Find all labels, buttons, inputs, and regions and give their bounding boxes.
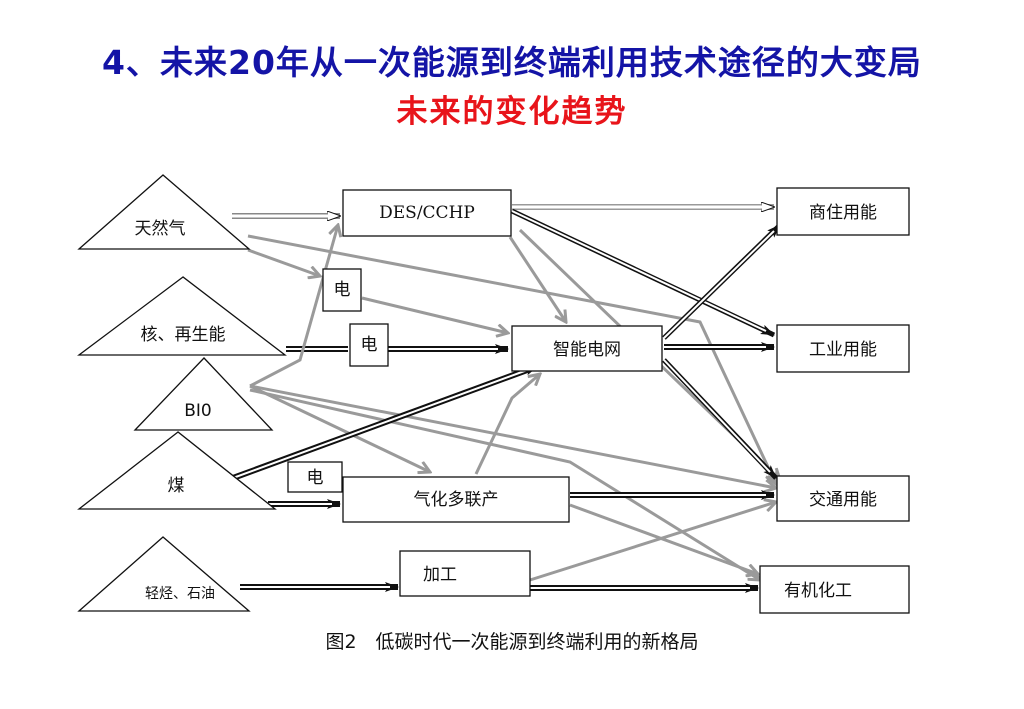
process-electricity-3: 电: [287, 461, 343, 493]
arrow-coal-to-grid: [220, 363, 540, 485]
arrow-bio-to-gasify: [249, 384, 430, 472]
arrow-bio-to-transport: [249, 384, 776, 488]
process-electricity-1: 电: [322, 268, 362, 312]
source-coal: 煤: [77, 431, 277, 510]
source-light-oil-label: 轻烃、石油: [145, 586, 215, 602]
source-bio-label: BI0: [184, 401, 212, 421]
enduse-industrial: 工业用能: [776, 324, 910, 373]
page-subtitle: 未来的变化趋势: [396, 94, 628, 130]
enduse-transport: 交通用能: [776, 475, 910, 522]
arrow-bio-to-chemical: [249, 388, 760, 580]
figure-caption: 图2 低碳时代一次能源到终端利用的新格局: [325, 631, 699, 653]
enduse-commercial: 商住用能: [776, 187, 910, 236]
source-bio: BI0: [133, 357, 274, 431]
enduse-transport-label: 交通用能: [809, 490, 877, 510]
arrow-grid-to-commercial: [662, 223, 782, 340]
source-nuclear-renewable: 核、再生能: [77, 276, 287, 356]
process-processing-label: 加工: [423, 565, 457, 585]
arrow-des-to-grid: [508, 236, 566, 322]
source-nuclear-renewable-label: 核、再生能: [141, 325, 226, 345]
process-electricity-2-label: 电: [361, 335, 378, 355]
process-electricity-3-label: 电: [307, 468, 324, 488]
source-natural-gas: 天然气: [77, 174, 251, 250]
page-title: 4、未来20年从一次能源到终端利用技术途径的大变局: [102, 43, 922, 82]
arrow-gas-to-transport: [247, 234, 776, 484]
arrows: [220, 207, 782, 593]
process-smart-grid-label: 智能电网: [553, 340, 621, 360]
enduse-chemical: 有机化工: [759, 565, 910, 614]
process-des-cchp-label: DES/CCHP: [379, 203, 475, 223]
process-electricity-2: 电: [349, 323, 389, 367]
arrow-des-to-industrial: [510, 208, 776, 338]
process-gasification: 气化多联产: [342, 476, 570, 523]
process-electricity-1-label: 电: [334, 280, 351, 300]
arrow-gasify-to-chemical: [569, 503, 758, 574]
enduse-industrial-label: 工业用能: [809, 340, 877, 360]
arrow-gas-to-elec1: [247, 248, 320, 276]
process-des-cchp: DES/CCHP: [342, 189, 512, 237]
arrow-gasify-to-grid: [474, 374, 540, 475]
enduse-chemical-label: 有机化工: [784, 581, 852, 601]
enduse-commercial-label: 商住用能: [809, 203, 877, 223]
arrow-processing-to-transport: [529, 502, 776, 582]
arrow-elec1-to-grid: [361, 296, 508, 333]
process-gasification-label: 气化多联产: [414, 490, 499, 510]
source-coal-label: 煤: [168, 476, 185, 496]
source-natural-gas-label: 天然气: [135, 219, 186, 239]
source-light-oil: 轻烃、石油: [77, 536, 251, 612]
arrow-grid-to-transport: [662, 358, 778, 480]
process-smart-grid: 智能电网: [511, 325, 663, 372]
process-processing: 加工: [399, 550, 531, 597]
